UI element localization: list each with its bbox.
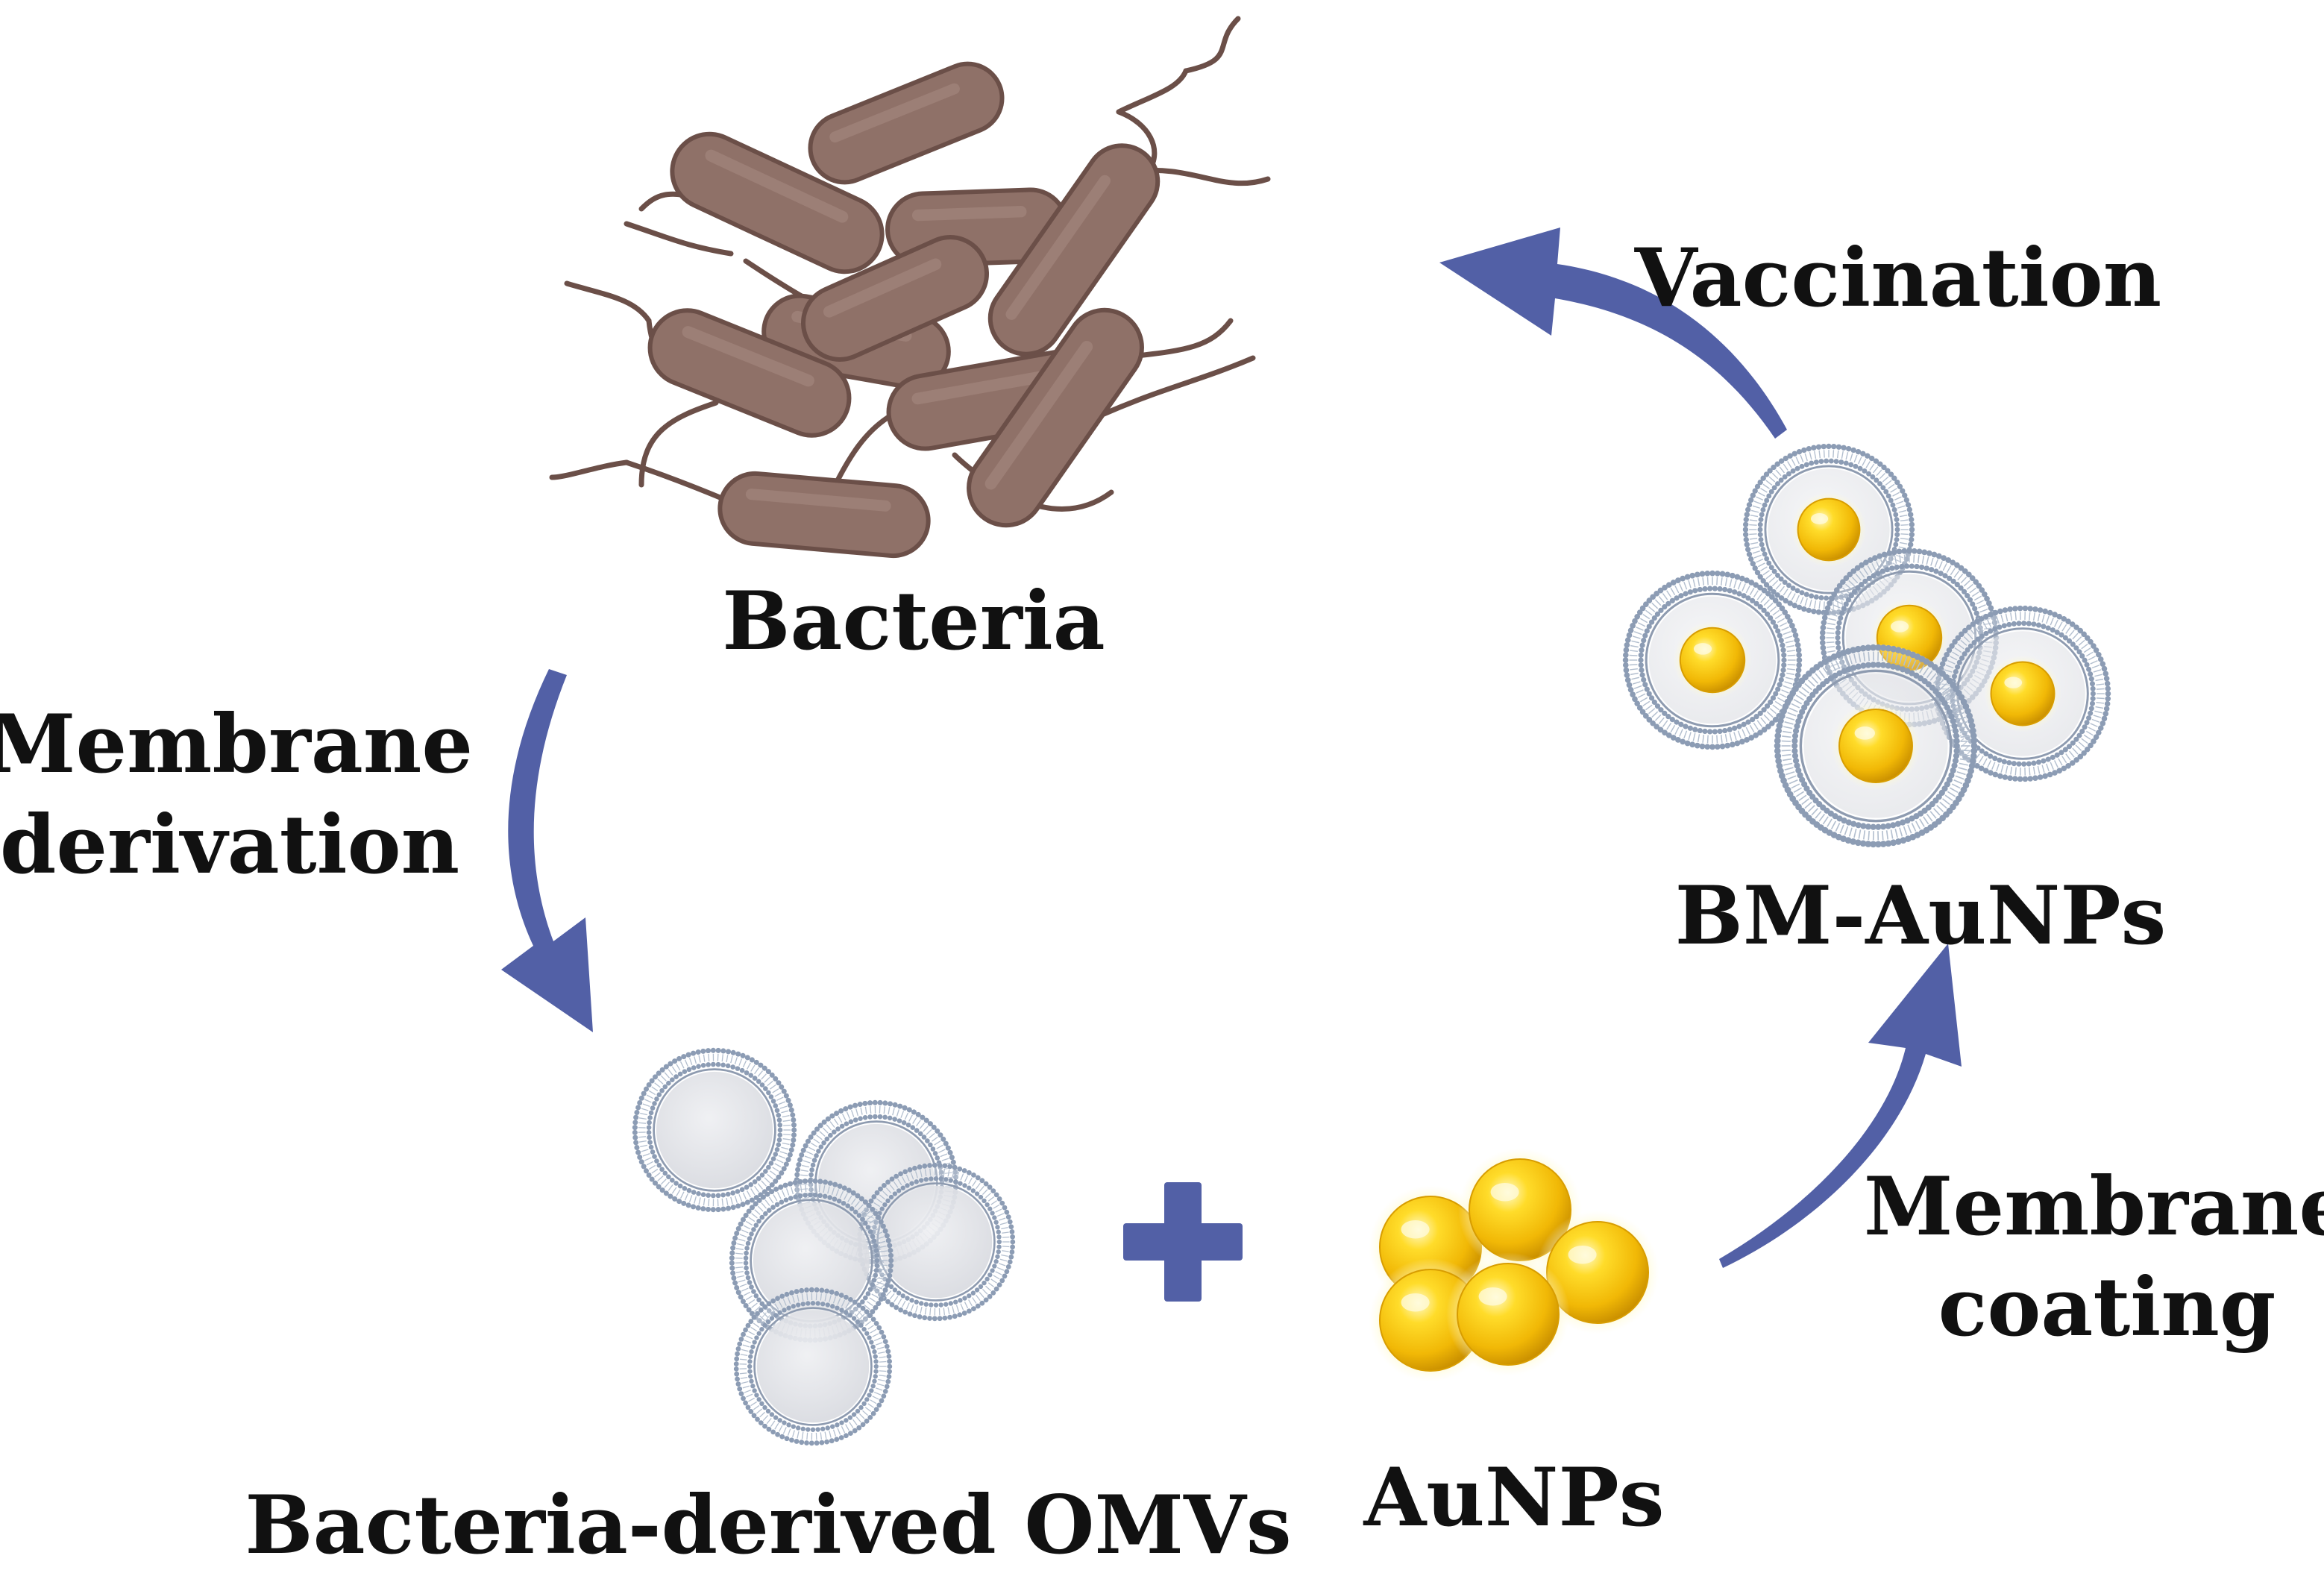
flagellum	[1116, 68, 1189, 115]
bacterium-rod	[717, 471, 931, 559]
omvs-label: Bacteria-derived OMVs	[245, 1478, 1291, 1572]
flagellum	[624, 221, 734, 257]
vaccination-label: Vaccination	[1634, 231, 2161, 325]
bm-aunp-cluster-icon	[1622, 443, 2111, 848]
omv-cluster-icon	[632, 1047, 1016, 1446]
omv-vesicle	[856, 1162, 1016, 1322]
bacterium-rod	[647, 308, 852, 438]
omv-vesicle	[729, 1178, 894, 1343]
gold-nanoparticle	[1791, 492, 1867, 568]
membrane-derivation-arrow-icon	[501, 669, 593, 1032]
gold-nanoparticle	[1870, 598, 1949, 677]
omv-vesicle	[733, 1287, 893, 1446]
omv-vesicle	[632, 1047, 797, 1213]
gold-nanoparticle	[1446, 1252, 1570, 1376]
gold-nanoparticle	[1673, 621, 1752, 700]
membrane-coating-label-line2: coating	[1938, 1261, 2276, 1355]
membrane-derivation-label-line2: derivation	[0, 798, 459, 892]
membrane-derivation-label-line1: Membrane	[0, 697, 473, 791]
bacterium-rod	[801, 235, 989, 362]
bm-aunp-vesicle	[1622, 570, 1803, 750]
bacteria-label: Bacteria	[722, 574, 1105, 668]
membrane-coating-arrow-icon	[1719, 944, 1962, 1268]
vaccination-arrow-icon	[1439, 227, 1787, 439]
bacterium-rod	[987, 143, 1161, 357]
flagellum	[1101, 355, 1256, 417]
bacterium-rod	[967, 307, 1144, 528]
aunp-cluster-icon	[1369, 1148, 1659, 1382]
membrane-coating-label-line1: Membrane	[1864, 1160, 2324, 1254]
flagellum	[564, 280, 652, 324]
gold-nanoparticle	[1831, 701, 1921, 791]
bm-aunps-label: BM-AuNPs	[1675, 869, 2167, 963]
bm-aunp-vesicle	[1774, 644, 1978, 848]
flagellum	[549, 459, 629, 480]
bacterium-rod	[808, 61, 1005, 185]
flagellum	[1183, 16, 1241, 74]
plus-icon	[1123, 1182, 1243, 1302]
flagellum	[832, 415, 891, 488]
bacteria-cluster-icon	[549, 16, 1271, 559]
bacterium-rod	[670, 131, 885, 274]
aunps-label: AuNPs	[1363, 1451, 1664, 1545]
gold-nanoparticle	[1984, 655, 2061, 732]
